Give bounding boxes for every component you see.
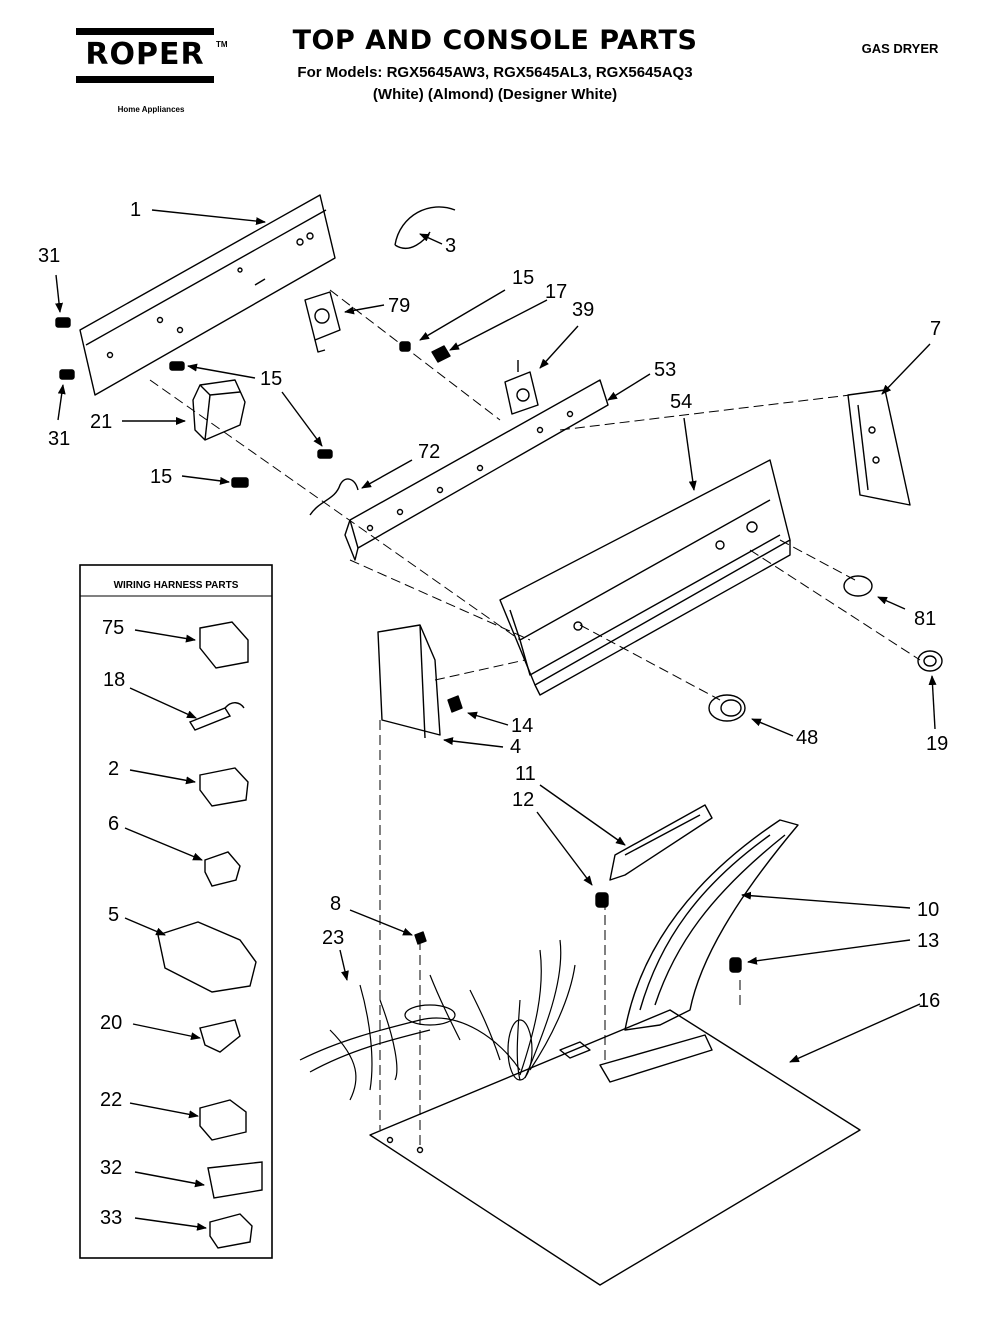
screws — [55, 317, 411, 488]
part-clip-14 — [447, 695, 463, 713]
callout-16: 16 — [918, 990, 940, 1012]
callout-33: 33 — [100, 1207, 122, 1229]
callout-32: 32 — [100, 1157, 122, 1179]
part-control-panel-54 — [499, 459, 791, 696]
wiring-harness-box: WIRING HARNESS PARTS — [79, 564, 273, 1259]
callout-14: 14 — [511, 715, 533, 737]
callout-48: 48 — [796, 727, 818, 749]
part-harness-72 — [309, 478, 359, 516]
part-end-cap-left-4 — [377, 624, 441, 739]
callout-15-mid: 15 — [260, 368, 282, 390]
callout-4: 4 — [510, 736, 521, 758]
callout-5: 5 — [108, 904, 119, 926]
part-end-cap-right-7 — [847, 389, 911, 506]
part-connector-5 — [157, 921, 257, 993]
part-buzzer-39 — [504, 360, 539, 415]
callout-19: 19 — [926, 733, 948, 755]
logo-wordmark: ROPER — [85, 37, 205, 72]
callout-11: 11 — [515, 763, 536, 785]
callout-39: 39 — [572, 299, 594, 321]
part-timer-21 — [192, 379, 246, 441]
part-terminal-18 — [188, 702, 245, 731]
callout-20: 20 — [100, 1012, 122, 1034]
callout-6: 6 — [108, 813, 119, 835]
callout-53: 53 — [654, 359, 676, 381]
part-lint-housing-10 — [624, 819, 799, 1031]
part-switch-79 — [304, 291, 341, 353]
callout-75: 75 — [102, 617, 124, 639]
part-main-harness-23 — [299, 939, 576, 1101]
part-clip-8 — [414, 931, 427, 945]
part-connector-2 — [199, 767, 249, 807]
part-connector-20 — [199, 1019, 241, 1053]
callout-17: 17 — [545, 281, 567, 303]
leader-arrows — [55, 209, 937, 1063]
callout-81: 81 — [914, 608, 936, 630]
logo-top-bar — [76, 28, 214, 35]
logo-subtitle: Home Appliances — [117, 105, 185, 114]
callout-18: 18 — [103, 669, 125, 691]
callout-13: 13 — [917, 930, 939, 952]
part-connector-22 — [199, 1099, 247, 1141]
callout-1: 1 — [130, 199, 141, 221]
callout-79: 79 — [388, 295, 410, 317]
part-connector-33 — [209, 1213, 253, 1249]
part-screw-13 — [729, 957, 742, 973]
callout-54: 54 — [670, 391, 692, 413]
model-colors: (White) (Almond) (Designer White) — [372, 86, 618, 103]
part-connector-75 — [199, 621, 249, 669]
callout-15-bottom: 15 — [150, 466, 172, 488]
page-title: TOP AND CONSOLE PARTS — [292, 25, 698, 56]
callout-72: 72 — [418, 441, 440, 463]
model-numbers: For Models: RGX5645AW3, RGX5645AL3, RGX5… — [297, 64, 693, 81]
part-connector-32 — [207, 1161, 263, 1199]
part-lint-screen-11 — [609, 804, 713, 881]
knobs — [708, 575, 943, 722]
part-screw-12 — [595, 892, 609, 908]
callout-10: 10 — [917, 899, 939, 921]
part-top-panel-16 — [369, 1009, 861, 1286]
product-type: GAS DRYER — [861, 41, 939, 56]
roper-logo: ROPER TM Home Appliances — [76, 28, 228, 114]
callout-31-top: 31 — [38, 245, 60, 267]
callout-2: 2 — [108, 758, 119, 780]
callout-12: 12 — [512, 789, 534, 811]
callout-22: 22 — [100, 1089, 122, 1111]
logo-bottom-bar — [76, 76, 214, 83]
callout-23: 23 — [322, 927, 344, 949]
part-bracket-53 — [344, 379, 609, 561]
wiring-box-title: WIRING HARNESS PARTS — [114, 580, 239, 591]
logo-trademark: TM — [216, 40, 228, 49]
callout-3: 3 — [445, 235, 456, 257]
callout-labels: 1 3 31 31 79 15 17 39 15 21 72 15 53 54 … — [38, 199, 948, 1012]
callout-8: 8 — [330, 893, 341, 915]
callout-15-top: 15 — [512, 267, 534, 289]
callout-21: 21 — [90, 411, 112, 433]
assembly-lines — [149, 289, 921, 1150]
callout-31-bottom: 31 — [48, 428, 70, 450]
part-connector-6 — [204, 851, 241, 887]
part-rear-console-panel — [79, 194, 336, 396]
callout-7: 7 — [930, 318, 941, 340]
part-connector-17 — [431, 345, 451, 363]
